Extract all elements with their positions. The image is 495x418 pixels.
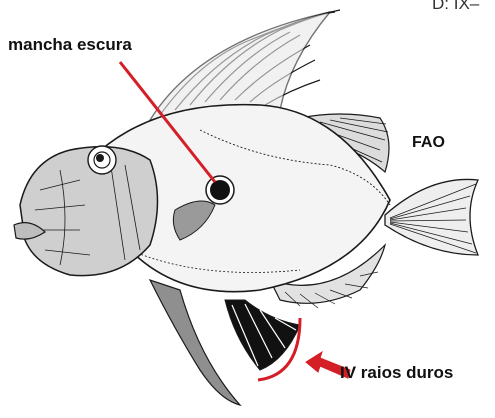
eye <box>88 146 116 174</box>
source-label: FAO <box>412 134 445 152</box>
tail-fin <box>385 179 478 255</box>
corner-fin-formula-label: D: IX– <box>432 0 479 14</box>
pelvic-fin <box>150 280 240 405</box>
hard-rays-fin <box>225 300 300 370</box>
dark-spot <box>206 176 234 204</box>
hard-rays-label: IV raios duros <box>340 363 453 383</box>
dark-spot-label: mancha escura <box>8 35 132 55</box>
